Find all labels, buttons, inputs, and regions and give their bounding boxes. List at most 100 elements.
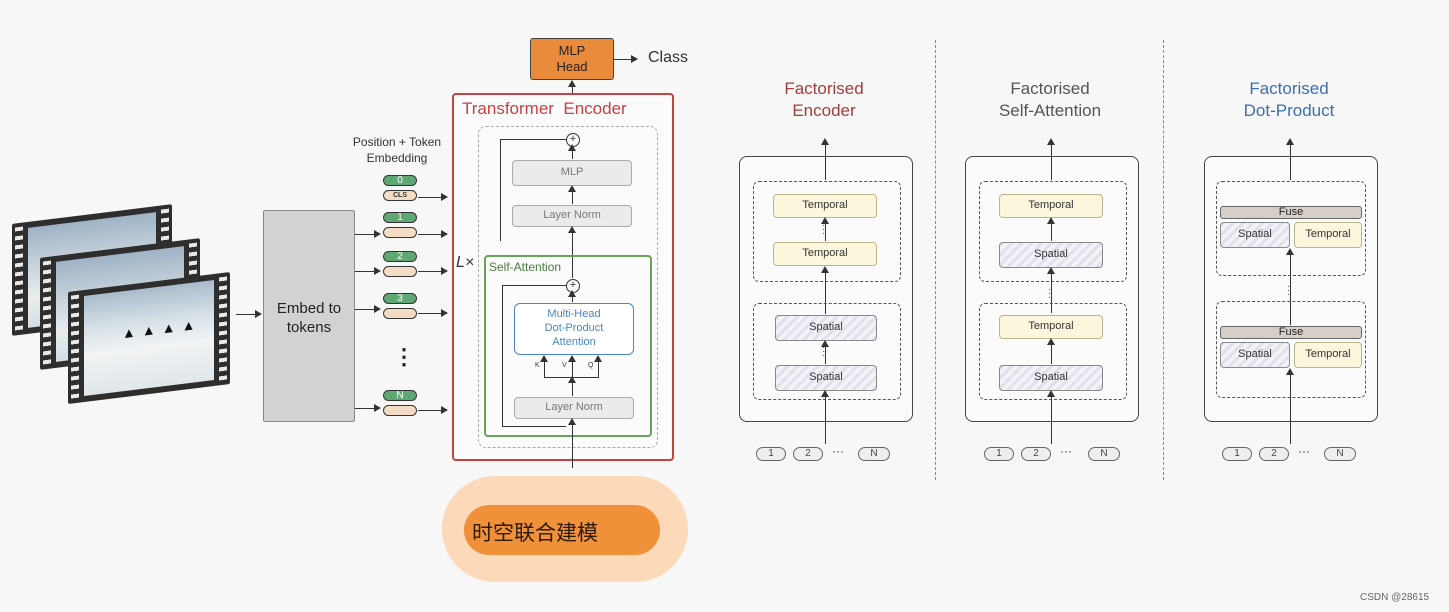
embed-to-tokens-label: Embed to tokens xyxy=(276,300,342,336)
panel-1-arrow-a xyxy=(821,217,829,241)
panel-1-dots-1: ··· xyxy=(822,220,826,239)
token-n-embedding xyxy=(383,405,417,416)
token-2-embedding xyxy=(383,266,417,277)
residual-line-upper xyxy=(500,139,566,241)
arrow-frames-to-embed xyxy=(236,310,262,318)
layer-norm-bottom: Layer Norm xyxy=(514,397,634,419)
panel-3-fuse-top: Fuse xyxy=(1220,206,1362,219)
panel-3-output-arrow xyxy=(1286,138,1294,180)
panel-2-title: Factorised Self-Attention xyxy=(998,79,1102,120)
panel-3-token-2: 2 xyxy=(1259,447,1289,461)
arrow-mlp-head-to-class xyxy=(614,55,638,63)
panel-2-spatial-bottom: Spatial xyxy=(999,365,1103,391)
mlp-head-label: MLP Head xyxy=(556,43,588,74)
arrow-ln-to-mlp xyxy=(568,185,576,204)
panel-1-title: Factorised Encoder xyxy=(784,79,864,120)
token-2-position: 2 xyxy=(383,251,417,262)
panel-1-token-1: 1 xyxy=(756,447,786,461)
panel-3-token-1: 1 xyxy=(1222,447,1252,461)
panel-1-input-arrow xyxy=(821,390,829,444)
panel-2-temporal-top: Temporal xyxy=(999,194,1103,218)
banner-pill: 时空联合建模 xyxy=(464,505,660,555)
panel-2-block-group-bottom xyxy=(979,303,1127,400)
panel-3-temporal-bottom: Temporal xyxy=(1294,342,1362,368)
panel-1-dots-2: ··· xyxy=(822,342,826,361)
panel-1-output-arrow xyxy=(821,138,829,180)
arrow-embed-token-2 xyxy=(355,267,381,275)
panel-1-temporal-top: Temporal xyxy=(773,194,877,218)
panel-2-dots: ··· xyxy=(1048,284,1052,303)
panel-1-spatial-top: Spatial xyxy=(775,315,877,341)
panel-2-token-1: 1 xyxy=(984,447,1014,461)
token-1-position: 1 xyxy=(383,212,417,223)
arrow-input-to-ln xyxy=(568,418,576,468)
token-n-position: N xyxy=(383,390,417,401)
mlp-block: MLP xyxy=(512,160,632,186)
position-token-embedding-label: Position + Token Embedding xyxy=(352,135,442,165)
multi-head-attention-box: Multi-Head Dot-Product Attention xyxy=(514,303,634,355)
panel-3-group-top xyxy=(1216,181,1366,276)
watermark: CSDN @28615 xyxy=(1360,592,1430,603)
arrow-ln-to-kvq xyxy=(568,376,576,396)
arrow-encoder-to-mlp-head xyxy=(568,80,576,94)
panel-2-arrow-a xyxy=(1047,217,1055,241)
panel-3-dots: ··· xyxy=(1287,281,1291,300)
class-label: Class xyxy=(648,49,689,66)
arrow-v xyxy=(568,355,576,377)
panel-2-temporal-bottom: Temporal xyxy=(999,315,1103,339)
panel-3-box xyxy=(1204,156,1378,422)
token-1-embedding xyxy=(383,227,417,238)
panel-2-output-arrow xyxy=(1047,138,1055,180)
panel-1-temporal-bottom: Temporal xyxy=(773,242,877,266)
panel-2-input-arrow xyxy=(1047,390,1055,444)
k-label: K xyxy=(535,362,540,369)
arrow-token-n-to-encoder xyxy=(418,406,448,414)
residual-line-lower xyxy=(502,285,566,427)
panel-1-spatial-group xyxy=(753,303,901,400)
arrow-token-1-to-encoder xyxy=(418,230,448,238)
panel-3-token-ellipsis: ··· xyxy=(1298,444,1310,458)
panel-2-arrow-c xyxy=(1047,338,1055,364)
panel-separator-1 xyxy=(935,40,936,480)
transformer-encoder-title: Transformer Encoder xyxy=(462,99,627,118)
panel-3-spatial-top: Spatial xyxy=(1220,222,1290,248)
panel-3-input-arrow xyxy=(1286,368,1294,444)
layer-norm-top: Layer Norm xyxy=(512,205,632,227)
q-label: Q xyxy=(588,362,594,369)
panel-2-token-ellipsis: ··· xyxy=(1060,444,1072,458)
panel-separator-2 xyxy=(1163,40,1164,480)
panel-3-token-n: N xyxy=(1324,447,1356,461)
token-3-position: 3 xyxy=(383,293,417,304)
arrow-embed-token-1 xyxy=(355,230,381,238)
embed-to-tokens-box: Embed to tokens xyxy=(263,210,355,422)
arrow-token-0-to-encoder xyxy=(418,193,448,201)
multi-head-attention-label: Multi-Head Dot-Product Attention xyxy=(544,308,604,348)
banner-text: 时空联合建模 xyxy=(472,522,598,545)
arrow-plus-to-ln xyxy=(568,226,576,278)
token-ellipsis: ⋮ xyxy=(393,344,415,369)
video-frame-3: ▲▲▲▲ xyxy=(68,272,230,404)
encoder-layer-dashed xyxy=(478,126,658,448)
panel-1-spatial-bottom: Spatial xyxy=(775,365,877,391)
token-cls: CLS xyxy=(383,190,417,201)
panel-1-arrow-c xyxy=(821,340,829,364)
panel-2-token-2: 2 xyxy=(1021,447,1051,461)
panel-2-block-group-top xyxy=(979,181,1127,282)
arrow-token-3-to-encoder xyxy=(418,309,448,317)
panel-3-group-bottom xyxy=(1216,301,1366,398)
panel-3-title: Factorised Dot-Product xyxy=(1243,79,1335,120)
panel-2-token-n: N xyxy=(1088,447,1120,461)
panel-3-arrow-mid xyxy=(1286,248,1294,325)
panel-1-token-2: 2 xyxy=(793,447,823,461)
arrow-embed-token-3 xyxy=(355,305,381,313)
panel-3-fuse-bottom: Fuse xyxy=(1220,326,1362,339)
panel-3-spatial-bottom: Spatial xyxy=(1220,342,1290,368)
panel-1-arrow-b xyxy=(821,266,829,314)
arrow-token-2-to-encoder xyxy=(418,267,448,275)
token-0-position: 0 xyxy=(383,175,417,186)
mlp-head-box: MLP Head xyxy=(530,38,614,80)
panel-1-token-ellipsis: ··· xyxy=(832,444,844,458)
arrow-mlp-to-plus xyxy=(568,144,576,159)
self-attention-label: Self-Attention xyxy=(489,260,562,274)
arrow-q xyxy=(594,355,602,377)
